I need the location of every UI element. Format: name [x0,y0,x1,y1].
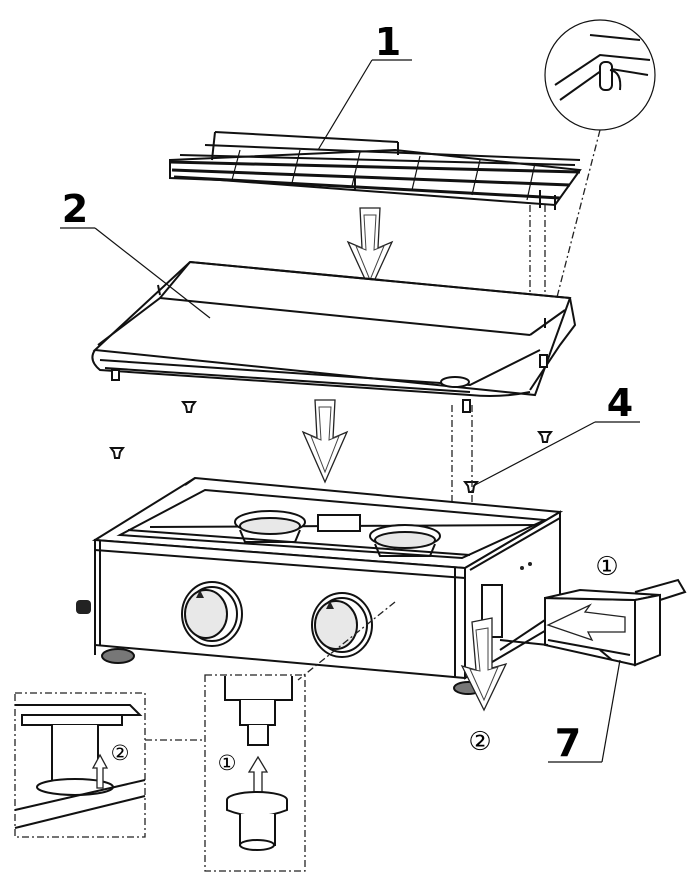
part-4-label: 4 [607,381,633,425]
down-arrow-icon [346,207,394,292]
pull-arrow-icon [460,617,508,712]
screw-fasteners [109,401,553,493]
grill-rack [169,131,582,210]
step-1-drawer-label: ① [595,552,618,582]
step-2-inset-label: ② [111,741,130,765]
part-2-callout: 2 [60,187,211,319]
down-arrow-icon [301,399,349,484]
griddle-plate [91,260,577,413]
step-2-drawer-label: ② [468,727,491,757]
part-1-callout: 1 [317,20,412,151]
part-1-label: 1 [375,20,401,64]
part-7-label: 7 [555,721,581,765]
knob-removal-detail: ① [204,674,306,872]
part-2-label: 2 [62,187,88,231]
burner-base [76,476,564,695]
step-1-knob-label: ① [218,751,237,775]
part-7-callout: 7 [548,659,621,765]
part-4-callout: 4 [474,381,640,486]
drip-drawer [499,578,687,667]
foot-detail: ② [14,692,146,838]
